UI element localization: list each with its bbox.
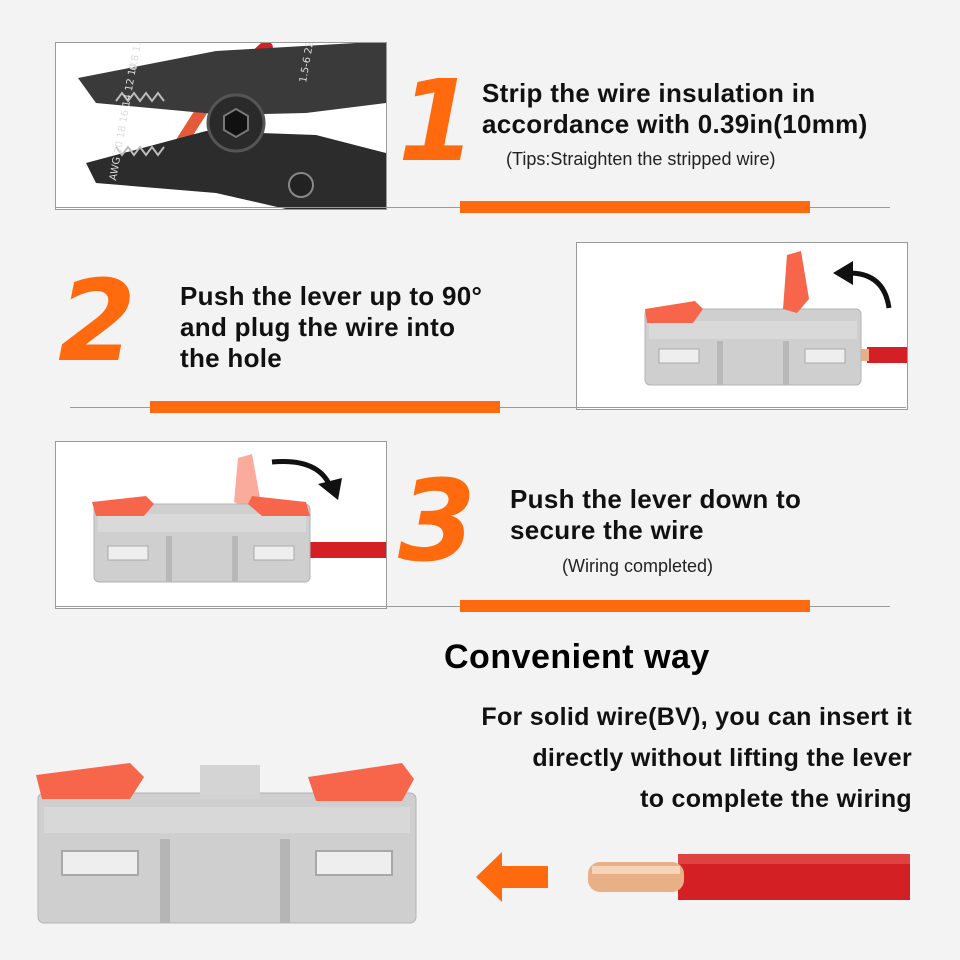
left-arrow-icon xyxy=(476,852,548,902)
red-wire-image xyxy=(588,854,910,900)
lever-down xyxy=(248,496,310,516)
step2-accent-bar xyxy=(150,401,500,413)
connector-lever-down-image xyxy=(92,454,386,583)
step3-image-panel xyxy=(55,441,387,609)
convenient-title: Convenient way xyxy=(444,638,710,676)
convenient-text: For solid wire(BV), you can insert it di… xyxy=(481,703,912,813)
step3-number: 3 xyxy=(398,457,476,587)
step2-number: 2 xyxy=(58,257,136,387)
step3-text: Push the lever down to secure the wire xyxy=(510,484,802,545)
step3-tip: (Wiring completed) xyxy=(562,556,714,576)
connector-lever-up-image xyxy=(644,251,907,386)
step1-accent-bar xyxy=(460,201,810,213)
step1-number: 1 xyxy=(398,57,476,187)
step1-text: Strip the wire insulation in accordance … xyxy=(482,78,868,139)
step1-image-panel: 0.8 1.0 1.3 1.6 2.0 2.6 MM AWG 20 18 16 … xyxy=(55,42,387,210)
curved-arrow-icon xyxy=(271,459,342,500)
step2-text: Push the lever up to 90° and plug the wi… xyxy=(180,281,483,373)
wire-stripper-image: 0.8 1.0 1.3 1.6 2.0 2.6 MM AWG 20 18 16 … xyxy=(78,43,386,209)
step1-tip: (Tips:Straighten the stripped wire) xyxy=(506,149,776,169)
step3-accent-bar xyxy=(460,600,810,612)
connector-large-image xyxy=(36,763,417,924)
curved-arrow-icon xyxy=(833,261,892,309)
lever-up xyxy=(783,251,809,313)
step2-image-panel xyxy=(576,242,908,410)
